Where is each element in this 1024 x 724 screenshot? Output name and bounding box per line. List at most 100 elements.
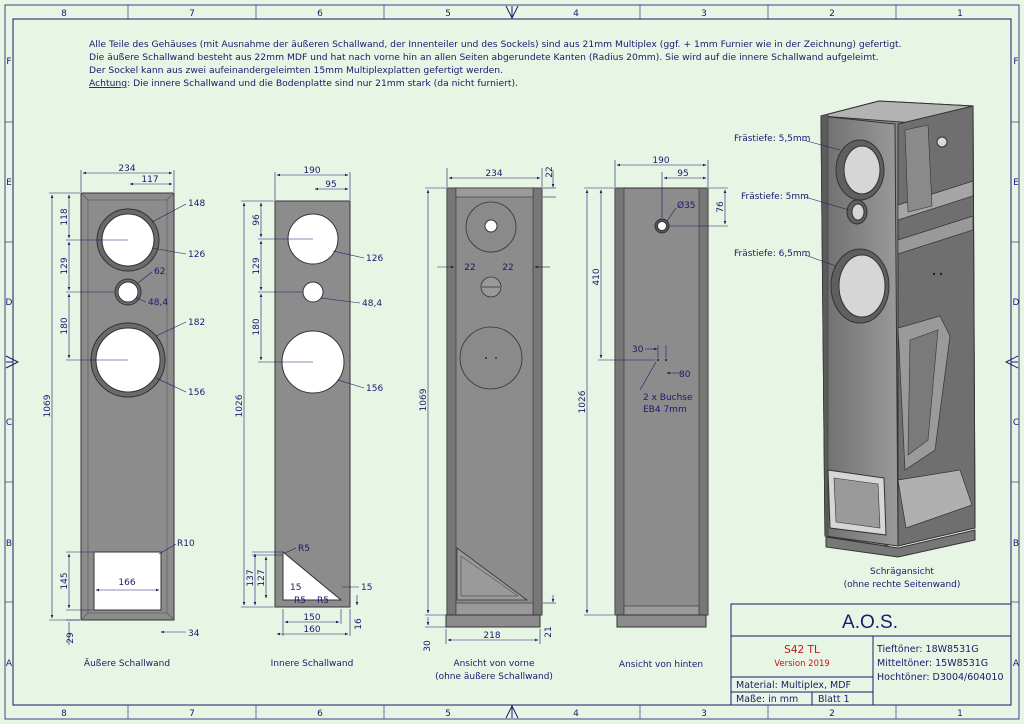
company-name: A.O.S. [842, 612, 898, 633]
grid-col: 2 [829, 9, 835, 19]
svg-text:190: 190 [652, 156, 669, 166]
back-caption: Ansicht von hinten [619, 660, 703, 670]
svg-text:1026: 1026 [578, 390, 588, 413]
svg-text:137: 137 [246, 569, 256, 586]
svg-text:80: 80 [679, 370, 691, 380]
grid-row: A [1013, 659, 1020, 669]
grid-col: 6 [317, 709, 323, 719]
iso-label-2: Frästiefe: 5mm [741, 192, 809, 202]
svg-text:34: 34 [188, 629, 200, 639]
grid-col: 3 [701, 709, 707, 719]
svg-text:30: 30 [423, 640, 433, 652]
grid-col: 4 [573, 709, 579, 719]
grid-column-labels-bottom: 8 7 6 5 4 3 2 1 [61, 709, 963, 719]
grid-row: A [6, 659, 13, 669]
plinth-back [616, 614, 707, 628]
notes: Alle Teile des Gehäuses (mit Ausnahme de… [89, 39, 902, 89]
note-warning-text: Die innere Schallwand und die Bodenplatt… [133, 78, 518, 89]
svg-text:1026: 1026 [235, 394, 245, 417]
driver-woofer: Tieftöner: 18W8531G [876, 644, 979, 655]
note-line: Alle Teile des Gehäuses (mit Ausnahme de… [89, 39, 902, 50]
svg-text:30: 30 [632, 345, 644, 355]
sheet-number: Blatt 1 [818, 694, 850, 705]
svg-text:22: 22 [502, 263, 513, 273]
center-marks [5, 5, 1019, 719]
svg-text:95: 95 [325, 180, 336, 190]
svg-text:234: 234 [485, 169, 502, 179]
front-caption: Ansicht von vorne [453, 659, 535, 669]
svg-text:95: 95 [677, 169, 688, 179]
driver-tweeter: Hochtöner: D3004/604010 [877, 672, 1004, 683]
svg-text:218: 218 [483, 631, 500, 641]
svg-text:1069: 1069 [419, 388, 429, 411]
note-line: Die äußere Schallwand besteht aus 22mm M… [89, 52, 879, 63]
grid-col: 6 [317, 9, 323, 19]
title-block: A.O.S. S42 TL Version 2019 Material: Mul… [730, 603, 1012, 706]
svg-text:180: 180 [252, 318, 262, 335]
svg-text:15: 15 [361, 583, 372, 593]
grid-col: 5 [445, 9, 451, 19]
svg-text:126: 126 [366, 254, 383, 264]
model-version: Version 2019 [774, 659, 830, 669]
iso-label-1: Frästiefe: 5,5mm [734, 134, 810, 144]
grid-col: 1 [957, 9, 963, 19]
outer-baffle-caption: Äußere Schallwand [84, 658, 170, 669]
svg-text:160: 160 [303, 625, 320, 635]
outer-frame [4, 4, 1020, 720]
grid-col: 3 [701, 9, 707, 19]
svg-text:15: 15 [290, 583, 301, 593]
view-isometric: Frästiefe: 5,5mm Frästiefe: 5mm Frästief… [734, 100, 976, 590]
svg-text:R5: R5 [294, 596, 306, 606]
svg-text:62: 62 [154, 267, 165, 277]
svg-text:22: 22 [464, 263, 475, 273]
woofer-cutout-bottom [459, 326, 523, 390]
grid-row: C [1013, 418, 1019, 428]
svg-text:148: 148 [188, 199, 205, 209]
svg-text:129: 129 [252, 257, 262, 274]
grid-col: 1 [957, 709, 963, 719]
front-caption-2: (ohne äußere Schallwand) [435, 672, 553, 682]
svg-text:48,4: 48,4 [148, 298, 168, 308]
material: Material: Multiplex, MDF [736, 680, 851, 691]
svg-text:150: 150 [303, 613, 320, 623]
grid-ticks [5, 5, 1019, 719]
tweeter-hole [117, 281, 139, 303]
grid-col: 8 [61, 9, 67, 19]
grid-row: F [6, 57, 11, 67]
svg-text:127: 127 [257, 569, 267, 586]
grid-row: E [6, 178, 12, 188]
grid-row: C [6, 418, 12, 428]
view-inner-baffle: 190 95 1026 96 129 180 137 127 R5 15 15 … [235, 166, 383, 669]
svg-text:118: 118 [60, 208, 70, 225]
tweeter-hole [302, 281, 324, 303]
svg-text:48,4: 48,4 [362, 299, 382, 309]
plinth-front [445, 614, 541, 628]
svg-text:129: 129 [60, 257, 70, 274]
model-name: S42 TL [784, 644, 820, 656]
svg-text:16: 16 [354, 618, 364, 630]
svg-text:22: 22 [545, 166, 555, 177]
port-triangle [282, 550, 343, 601]
svg-text:R5: R5 [298, 544, 310, 554]
svg-text:145: 145 [60, 572, 70, 589]
svg-text:76: 76 [716, 201, 726, 213]
units: Maße: in mm [736, 694, 798, 705]
grid-row: D [1013, 298, 1020, 308]
socket-spec: EB4 7mm [643, 405, 687, 415]
grid-col: 8 [61, 709, 67, 719]
svg-text:180: 180 [60, 317, 70, 334]
svg-text:117: 117 [141, 175, 158, 185]
note-warning: Achtung [89, 78, 127, 89]
svg-text:166: 166 [118, 578, 135, 588]
cabinet-back [614, 187, 709, 616]
grid-col: 7 [189, 9, 195, 19]
grid-column-labels-top: 8 7 6 5 4 3 2 1 [61, 9, 963, 19]
svg-text:182: 182 [188, 318, 205, 328]
svg-text:234: 234 [118, 164, 135, 174]
driver-midrange: Mitteltöner: 15W8531G [877, 658, 988, 669]
inner-baffle-caption: Innere Schallwand [271, 659, 354, 669]
view-front: 234 22 22 22 1069 30 218 21 Ansicht von … [419, 166, 556, 682]
grid-row-labels-left: F E D C B A [6, 57, 13, 669]
tweeter-port [484, 219, 498, 233]
